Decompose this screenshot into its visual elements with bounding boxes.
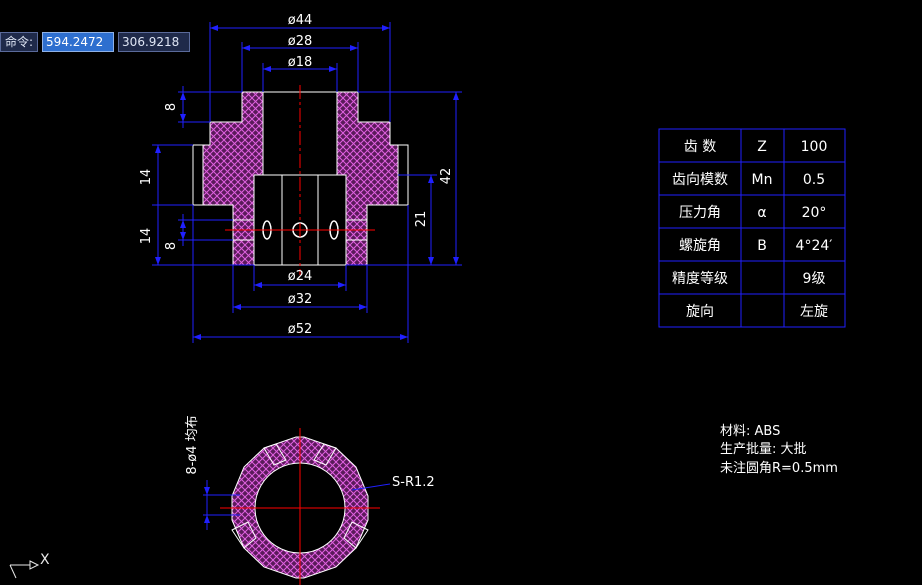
- table-cell: 4°24′: [796, 238, 833, 254]
- dim-h14-upper: 14: [139, 169, 154, 186]
- x-coordinate-input[interactable]: 594.2472: [42, 32, 115, 52]
- table-cell: 0.5: [803, 172, 825, 188]
- note-fillet: 未注圆角R=0.5mm: [720, 461, 838, 476]
- table-cell: Mn: [752, 172, 773, 188]
- table-cell: Z: [757, 139, 767, 155]
- dim-h8-lower: 8: [164, 242, 179, 250]
- dimension-labels: ø44 ø28 ø18 ø24 ø32 ø52 8 14 14 8 21 42: [139, 13, 454, 337]
- table-cell: α: [757, 205, 766, 221]
- gear-parameter-table: 齿 数 Z 100 齿向模数 Mn 0.5 压力角 α 20° 螺旋角 B 4°24′ 精度等级 9级旋向…: [658, 128, 846, 328]
- command-label: 命令:: [0, 32, 39, 52]
- dim-d28: ø28: [288, 34, 313, 49]
- dim-d24: ø24: [288, 269, 313, 284]
- hatched-section: [202, 91, 399, 266]
- ucs-icon: [9, 560, 40, 579]
- table-cell: 精度等级: [672, 270, 728, 287]
- table-cell: 旋向: [686, 304, 714, 320]
- center-lines: [225, 85, 375, 275]
- dimension-arrows: [155, 25, 459, 340]
- end-view-slots: [231, 443, 369, 549]
- dim-holes: 8-ø4 均布: [185, 415, 200, 474]
- table-cell: B: [757, 238, 767, 254]
- dim-h8-top: 8: [164, 103, 179, 111]
- table-cell: 左旋: [800, 304, 828, 320]
- dim-d18: ø18: [288, 55, 313, 70]
- dim-d32: ø32: [288, 292, 313, 307]
- dimension-lines: [152, 22, 462, 343]
- end-view: 8-ø4 均布 S-R1.2: [185, 415, 435, 585]
- section-view: [192, 85, 409, 275]
- table-cell: 20°: [802, 205, 827, 221]
- command-bar: 命令: 594.2472 306.9218: [0, 32, 191, 52]
- dim-h14-lower: 14: [139, 228, 154, 245]
- dim-radius: S-R1.2: [392, 475, 435, 490]
- dim-d52: ø52: [288, 322, 313, 337]
- y-coordinate-input[interactable]: 306.9218: [118, 32, 191, 52]
- note-material: 材料: ABS: [720, 424, 780, 439]
- table-cell: 9级: [803, 271, 826, 287]
- note-batch: 生产批量: 大批: [720, 442, 807, 457]
- end-view-dimension: [203, 480, 391, 530]
- table-cell: 齿 数: [684, 139, 716, 155]
- dim-d44: ø44: [288, 13, 313, 28]
- table-cell: 齿向模数: [672, 172, 728, 188]
- end-view-center-lines: [220, 428, 380, 585]
- table-cell: 100: [801, 139, 828, 155]
- dim-h42: 42: [439, 168, 454, 185]
- technical-notes: 材料: ABS 生产批量: 大批 未注圆角R=0.5mm: [720, 424, 838, 476]
- dim-h21: 21: [414, 211, 429, 228]
- table-cell: 压力角: [679, 205, 721, 221]
- ucs-x-label: X: [40, 552, 50, 568]
- table-cell: 螺旋角: [679, 238, 721, 254]
